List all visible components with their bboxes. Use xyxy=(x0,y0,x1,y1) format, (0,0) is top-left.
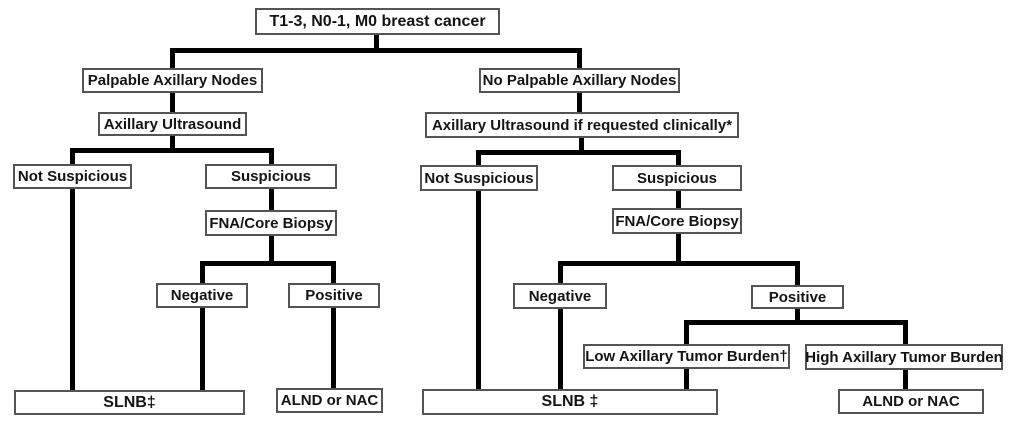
connector-root-split xyxy=(170,48,582,53)
connector-high-burden-alnd xyxy=(903,369,908,390)
connector-negative-left-slnb xyxy=(200,307,205,391)
connector-drop-negative-right xyxy=(558,261,563,284)
node-suspicious-left: Suspicious xyxy=(205,164,337,189)
connector-us-left-split xyxy=(70,148,274,153)
node-palpable-nodes: Palpable Axillary Nodes xyxy=(82,68,263,93)
node-alnd-or-nac-right: ALND or NAC xyxy=(838,389,984,414)
node-negative-left: Negative xyxy=(156,283,248,308)
connector-not-suspicious-left-slnb xyxy=(70,188,75,391)
node-slnb-left: SLNB‡ xyxy=(14,390,245,415)
connector-drop-positive-right xyxy=(795,261,800,286)
connector-drop-low-burden xyxy=(684,320,689,345)
connector-negative-right-slnb xyxy=(558,308,563,390)
node-low-axillary-tumor-burden: Low Axillary Tumor Burden† xyxy=(583,344,790,369)
node-high-axillary-tumor-burden: High Axillary Tumor Burden xyxy=(805,344,1003,370)
connector-fna-right-split xyxy=(558,261,800,266)
node-no-palpable-nodes: No Palpable Axillary Nodes xyxy=(479,68,680,93)
connector-drop-suspicious-right xyxy=(676,150,681,166)
node-not-suspicious-right: Not Suspicious xyxy=(420,165,538,191)
connector-suspicious-right-fna xyxy=(676,190,681,209)
connector-us-right-stub xyxy=(579,137,584,152)
node-axillary-ultrasound-left: Axillary Ultrasound xyxy=(98,112,247,136)
connector-drop-not-suspicious-left xyxy=(70,148,75,165)
connector-positive-right-stub xyxy=(795,308,800,322)
connector-us-right-split xyxy=(476,150,681,155)
connector-positive-right-split xyxy=(684,320,908,325)
node-positive-right: Positive xyxy=(751,285,844,309)
connector-palpable-us xyxy=(170,92,175,113)
node-fna-core-biopsy-left: FNA/Core Biopsy xyxy=(205,210,337,236)
connector-suspicious-left-fna xyxy=(269,188,274,211)
node-not-suspicious-left: Not Suspicious xyxy=(13,164,132,189)
connector-drop-palpable xyxy=(170,48,175,69)
connector-drop-positive-left xyxy=(331,261,336,284)
connector-us-left-stub xyxy=(170,135,175,151)
node-fna-core-biopsy-right: FNA/Core Biopsy xyxy=(612,208,742,234)
connector-root-stub xyxy=(374,34,379,52)
node-suspicious-right: Suspicious xyxy=(612,165,742,191)
connector-no-palpable-us xyxy=(577,92,582,113)
node-negative-right: Negative xyxy=(513,283,607,309)
node-alnd-or-nac-left: ALND or NAC xyxy=(276,388,383,413)
connector-fna-left-stub xyxy=(269,235,274,263)
node-axillary-ultrasound-right: Axillary Ultrasound if requested clinica… xyxy=(425,112,739,138)
connector-fna-right-stub xyxy=(676,234,681,263)
node-positive-left: Positive xyxy=(288,283,380,308)
connector-low-burden-slnb xyxy=(684,368,689,390)
connector-not-suspicious-right-slnb xyxy=(476,190,481,390)
connector-drop-high-burden xyxy=(903,320,908,345)
connector-drop-not-suspicious-right xyxy=(476,150,481,166)
node-root: T1-3, N0-1, M0 breast cancer xyxy=(255,8,500,35)
connector-drop-suspicious-left xyxy=(269,148,274,165)
connector-fna-left-split xyxy=(200,261,336,266)
connector-drop-negative-left xyxy=(200,261,205,284)
connector-drop-no-palpable xyxy=(577,48,582,69)
node-slnb-right: SLNB ‡ xyxy=(422,389,718,415)
connector-positive-left-alnd xyxy=(331,307,336,389)
